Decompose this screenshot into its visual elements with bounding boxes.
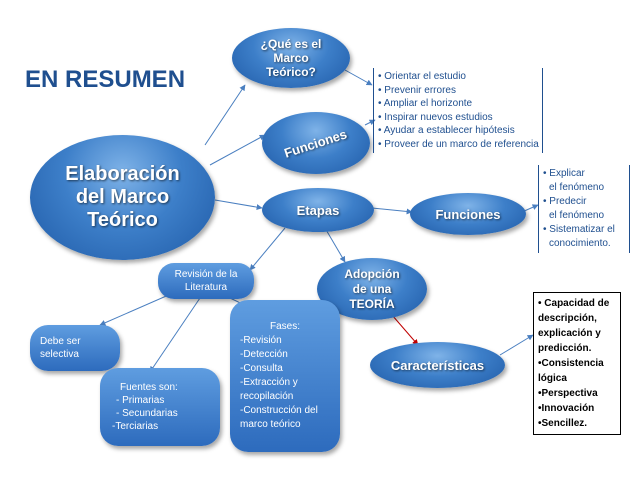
edge-main-etapas	[214, 199, 263, 211]
node-etapas-label: Etapas	[296, 202, 340, 218]
fases-heading: Fases:	[269, 321, 300, 332]
fuentes-item: - Secundarias	[116, 408, 178, 419]
fases-item: -Revisión	[240, 335, 282, 346]
fuentes-item: -Terciarias	[112, 421, 159, 432]
node-etapas: Etapas	[262, 188, 374, 232]
edge-queEs-list	[344, 69, 373, 86]
node-selectiva: Debe ser selectiva	[30, 325, 120, 371]
list-item: • Ayudar a establecer hipótesis	[378, 125, 515, 136]
fuentes-item: - Primarias	[116, 395, 165, 406]
list-item: • Proveer de un marco de referencia	[378, 138, 539, 150]
fuentes-heading: Fuentes son:	[120, 382, 178, 393]
fases-item: -Extracción y	[240, 377, 298, 388]
fases-item: -Consulta	[240, 363, 283, 374]
node-revision: Revisión de la Literatura	[158, 263, 254, 299]
node-caracteristicas: Características	[370, 342, 505, 388]
list-item: • Explicar	[543, 168, 585, 179]
edge-main-funciones	[209, 134, 266, 166]
list-item: • Ampliar el horizonte	[378, 98, 473, 109]
list-item: conocimiento.	[549, 238, 611, 249]
list-item: •Innovación	[538, 403, 595, 414]
edge-etapas-adopcion	[324, 227, 346, 263]
node-fases: Fases: -Revisión -Detección -Consulta -E…	[230, 300, 340, 452]
list-item: predicción.	[538, 343, 592, 354]
funciones-right-list: • Explicar el fenómeno • Predecir el fen…	[538, 165, 630, 253]
edge-caract-list	[499, 334, 534, 356]
list-item: el fenómeno	[549, 210, 605, 221]
list-item: el fenómeno	[549, 182, 605, 193]
list-item: • Prevenir errores	[378, 84, 456, 96]
page-title: EN RESUMEN	[25, 66, 186, 93]
list-item: lógica	[538, 373, 567, 384]
edge-revision-fuentes	[149, 297, 201, 373]
node-elaboracion-label: Elaboración del Marco Teórico	[65, 163, 180, 231]
node-selectiva-label: Debe ser selectiva	[40, 336, 81, 360]
fases-item: -Detección	[240, 349, 288, 360]
list-item: • Predecir	[543, 196, 587, 207]
list-item: descripción,	[538, 313, 597, 324]
fases-item: recopilación	[240, 391, 294, 402]
list-item: explicación y	[538, 328, 601, 339]
list-item: • Orientar el estudio	[378, 71, 466, 82]
list-item: •Perspectiva	[538, 388, 598, 399]
edge-main-queEs	[204, 84, 246, 146]
fases-item: -Construcción del	[240, 405, 318, 416]
fases-item: marco teórico	[240, 419, 301, 430]
edge-etapas-revision	[249, 227, 286, 271]
node-revision-label: Revisión de la Literatura	[174, 269, 238, 293]
node-funciones-right: Funciones	[410, 193, 526, 235]
edge-adopcion-caracteristicas	[391, 314, 419, 346]
list-item: • Inspirar nuevos estudios	[378, 111, 493, 123]
list-item: •Consistencia	[538, 358, 604, 369]
node-adopcion-label: Adopción de una TEORÍA	[344, 266, 400, 311]
edge-etapas-funciones	[371, 207, 413, 215]
node-que-es: ¿Qué es el Marco Teórico?	[232, 28, 350, 88]
node-funciones-right-label: Funciones	[435, 206, 501, 222]
caracteristicas-list: • Capacidad de descripción, explicación …	[533, 292, 621, 435]
list-item: •Sencillez.	[538, 418, 588, 429]
list-item: • Capacidad de	[538, 298, 610, 309]
node-funciones-top-label: Funciones	[282, 125, 350, 161]
funciones-top-list: • Orientar el estudio • Prevenir errores…	[373, 68, 543, 153]
list-item: • Sistematizar el	[543, 224, 615, 235]
node-que-es-label: ¿Qué es el Marco Teórico?	[260, 37, 322, 79]
node-caracteristicas-label: Características	[390, 357, 485, 373]
node-fuentes: Fuentes son: - Primarias - Secundarias -…	[100, 368, 220, 446]
node-funciones-top: Funciones	[262, 112, 370, 174]
connector-lines	[99, 69, 539, 373]
node-elaboracion: Elaboración del Marco Teórico	[30, 135, 215, 260]
